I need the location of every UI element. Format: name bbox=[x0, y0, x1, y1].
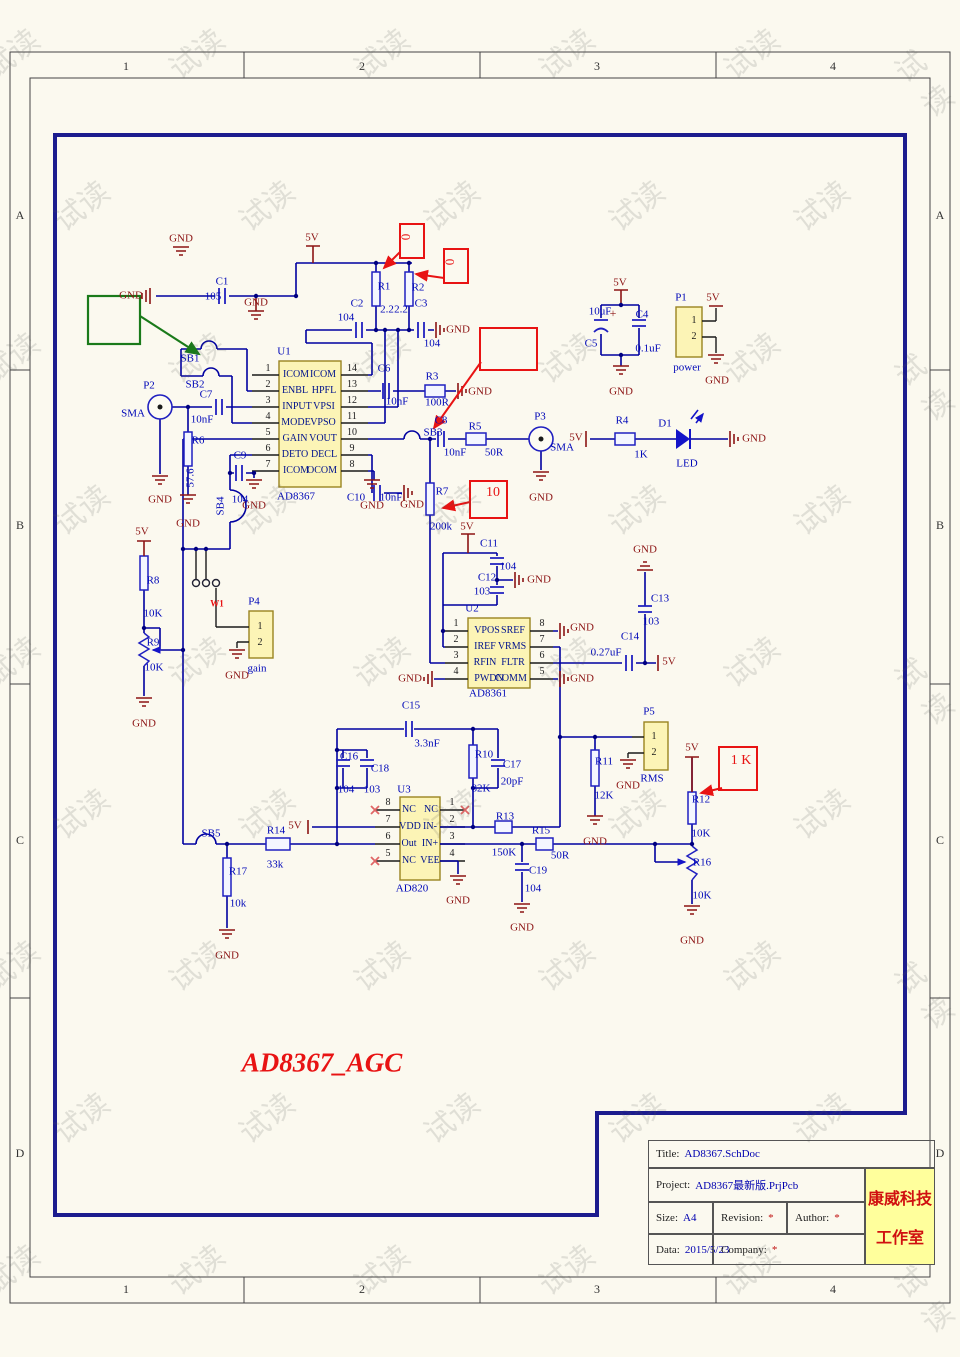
callout-arrow-r7 bbox=[441, 499, 471, 512]
resistor-r15 bbox=[535, 837, 554, 851]
company-value: * bbox=[771, 1243, 778, 1256]
green-callout-arrow bbox=[139, 315, 201, 356]
callout-arrow-r2 bbox=[414, 269, 445, 282]
junction-dots bbox=[141, 260, 695, 847]
p5-rms-header-body bbox=[643, 721, 669, 771]
pot-r9 bbox=[137, 632, 151, 667]
u1-ad8367-body bbox=[278, 360, 342, 488]
callout-box-zero-1 bbox=[399, 223, 425, 259]
w1-jumper-pins bbox=[191, 578, 221, 588]
pot-r16 bbox=[685, 845, 699, 881]
callout-box-1k bbox=[718, 746, 758, 791]
resistor-r8 bbox=[139, 555, 149, 591]
callout-box-ten bbox=[469, 480, 508, 519]
author-label: Author: bbox=[795, 1212, 830, 1224]
resistor-r14 bbox=[265, 837, 291, 851]
resistor-r6 bbox=[183, 431, 193, 467]
green-callout-box bbox=[86, 294, 142, 346]
resistor-r17 bbox=[222, 857, 232, 897]
title-block: Title: AD8367.SchDoc Project: AD8367最新版.… bbox=[648, 1140, 935, 1265]
date-value: 2015/5/23 bbox=[684, 1243, 730, 1256]
d1-led bbox=[676, 410, 703, 449]
callout-arrow-r12 bbox=[699, 784, 723, 797]
company-name-box: 康威科技 工作室 bbox=[865, 1168, 935, 1265]
resistor-r1 bbox=[371, 271, 381, 307]
resistor-r12 bbox=[687, 791, 697, 825]
power-symbols bbox=[136, 245, 739, 939]
company-name-line2: 工作室 bbox=[875, 1230, 924, 1248]
title-value: AD8367.SchDoc bbox=[684, 1148, 760, 1160]
callout-box-empty bbox=[479, 327, 538, 371]
title-label: Title: bbox=[656, 1148, 680, 1160]
callout-arrow-r1 bbox=[382, 251, 401, 270]
u3-ad820-body bbox=[399, 796, 441, 881]
resistor-r5 bbox=[465, 432, 487, 446]
size-label: Size: bbox=[656, 1212, 678, 1224]
resistor-r3 bbox=[424, 384, 446, 398]
resistor-r11 bbox=[590, 749, 600, 787]
date-label: Data: bbox=[656, 1243, 680, 1256]
resistor-r13 bbox=[494, 820, 513, 834]
schematic-border bbox=[53, 133, 907, 1217]
callout-box-zero-2 bbox=[443, 248, 469, 284]
p1-power-header-body bbox=[675, 306, 703, 358]
p4-gain-header-body bbox=[248, 610, 274, 659]
revision-label: Revision: bbox=[721, 1212, 764, 1224]
revision-value: * bbox=[768, 1212, 774, 1224]
company-name-line1: 康威科技 bbox=[867, 1190, 932, 1208]
company-label: Company: bbox=[721, 1243, 767, 1256]
resistor-r2 bbox=[404, 271, 414, 307]
author-value: * bbox=[834, 1212, 840, 1224]
resistor-r7 bbox=[425, 482, 435, 516]
no-connect-marks bbox=[370, 805, 470, 866]
project-label: Project: bbox=[656, 1179, 691, 1191]
callout-arrow-sb3 bbox=[432, 361, 482, 430]
project-value: AD8367最新版.PrjPcb bbox=[695, 1180, 799, 1192]
size-value: A4 bbox=[683, 1212, 697, 1224]
capacitors bbox=[215, 288, 652, 871]
resistor-r10 bbox=[468, 744, 478, 779]
u2-ad8361-body bbox=[467, 617, 531, 689]
resistor-r4 bbox=[614, 432, 636, 446]
sheet-frame bbox=[9, 51, 951, 1304]
